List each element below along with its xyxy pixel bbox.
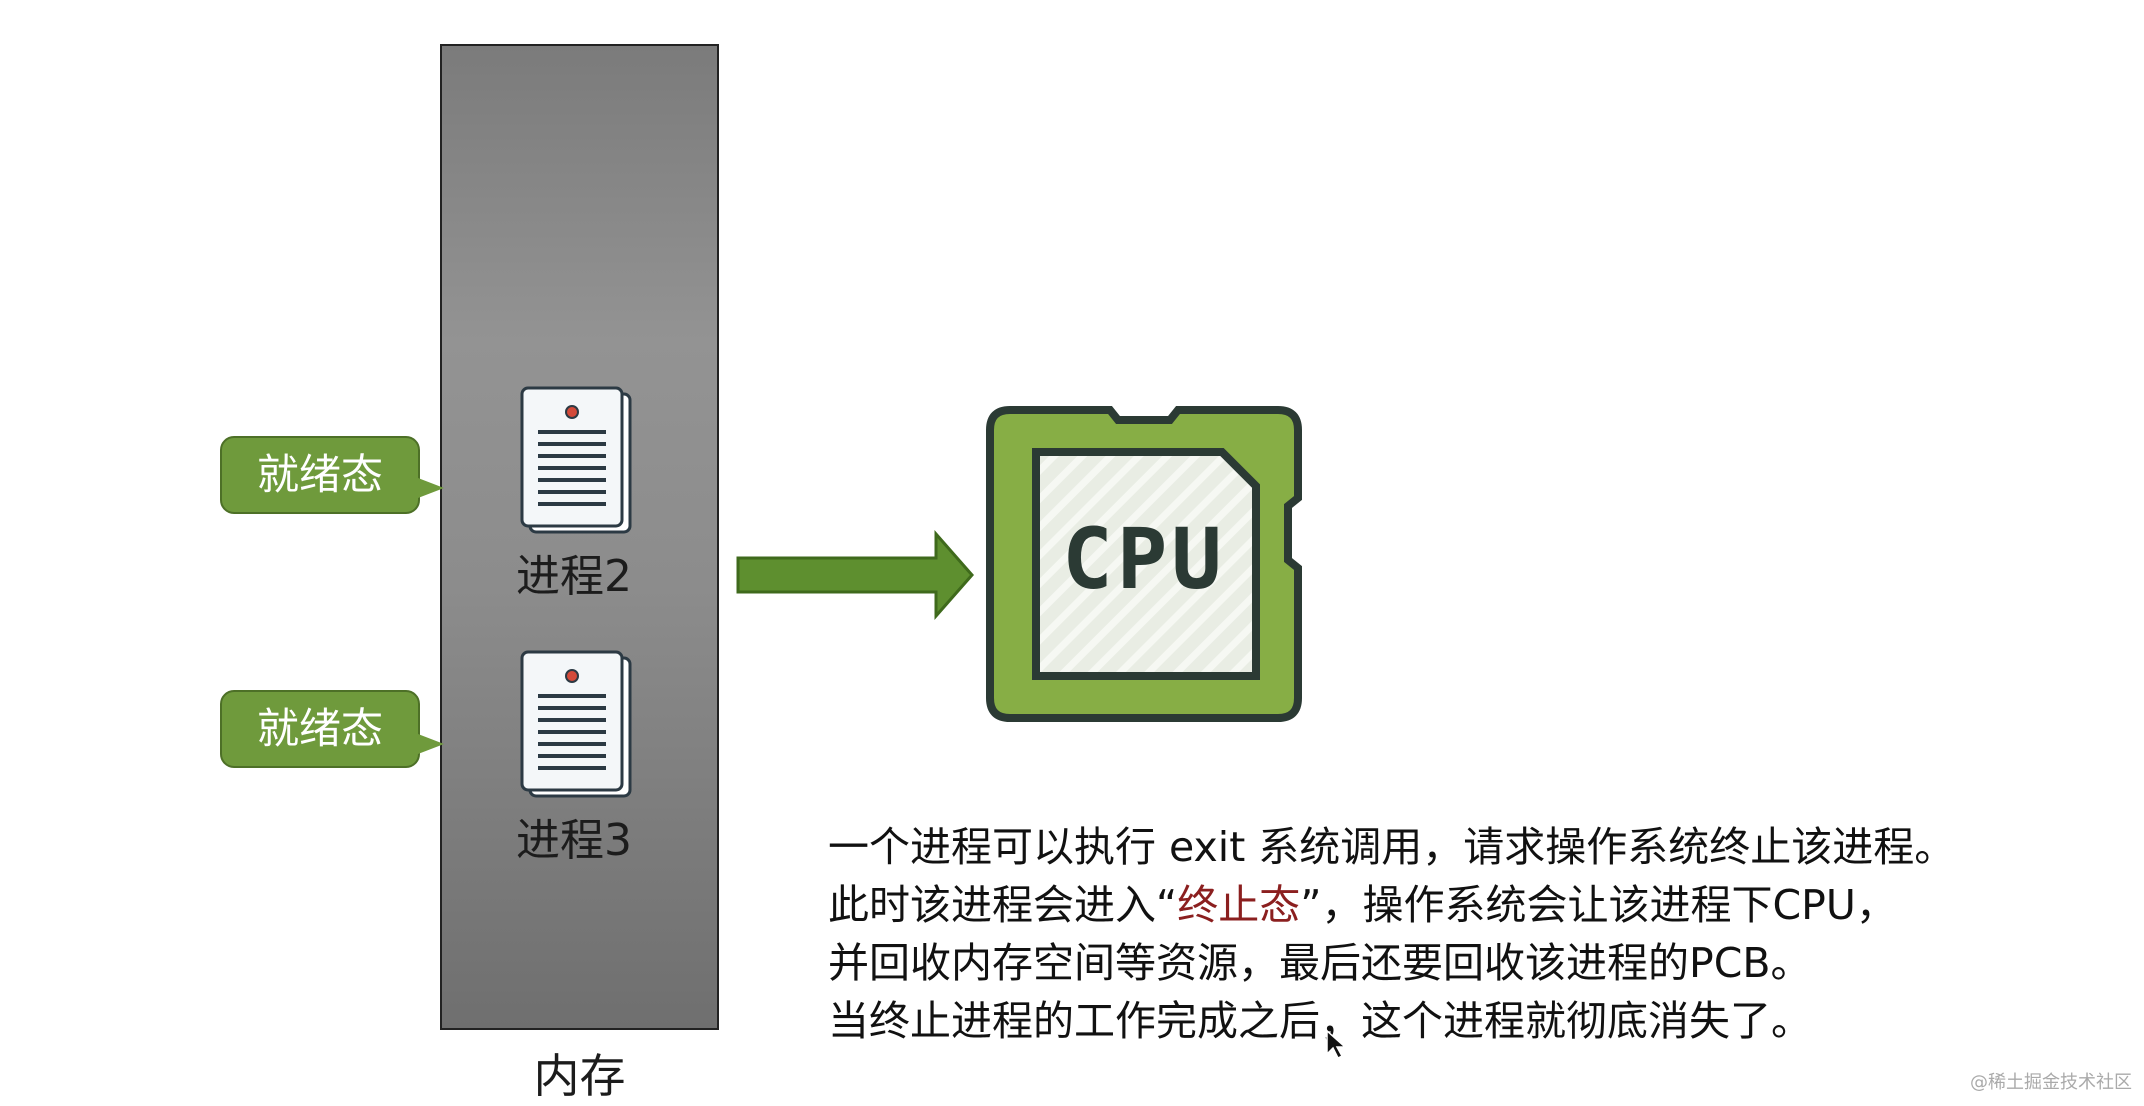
right-arrow-icon: [736, 530, 974, 620]
process-2-callout-tail: [418, 478, 444, 498]
watermark: @稀土掘金技术社区: [1970, 1072, 2132, 1093]
process-2-state-callout: 就绪态: [220, 436, 420, 514]
description-text: 一个进程可以执行 exit 系统调用，请求操作系统终止该进程。 此时该进程会进入…: [828, 818, 2128, 1050]
cpu-chip-icon: [986, 406, 1302, 722]
process-2-document-icon: [520, 386, 632, 534]
mouse-cursor-icon: [1326, 1030, 1347, 1060]
description-line-1: 一个进程可以执行 exit 系统调用，请求操作系统终止该进程。: [828, 823, 1956, 871]
description-line-2-after: ”，操作系统会让该进程下CPU，: [1300, 881, 1897, 929]
process-2-label: 进程2: [516, 551, 632, 602]
process-3-state-callout: 就绪态: [220, 690, 420, 768]
description-line-2: 此时该进程会进入“终止态”，操作系统会让该进程下CPU，: [828, 876, 2128, 934]
description-line-4: 当终止进程的工作完成之后，这个进程就彻底消失了。: [828, 997, 1812, 1045]
memory-label: 内存: [533, 1049, 626, 1103]
memory-column: [440, 44, 719, 1030]
description-line-2-before: 此时该进程会进入“: [828, 881, 1178, 929]
cpu-label: CPU: [1062, 510, 1226, 608]
process-3-label: 进程3: [516, 815, 632, 866]
process-3-callout-tail: [418, 734, 444, 754]
process-3-document-icon: [520, 650, 632, 798]
description-line-3: 并回收内存空间等资源，最后还要回收该进程的PCB。: [828, 939, 1812, 987]
terminated-state-highlight: 终止态: [1177, 881, 1301, 929]
